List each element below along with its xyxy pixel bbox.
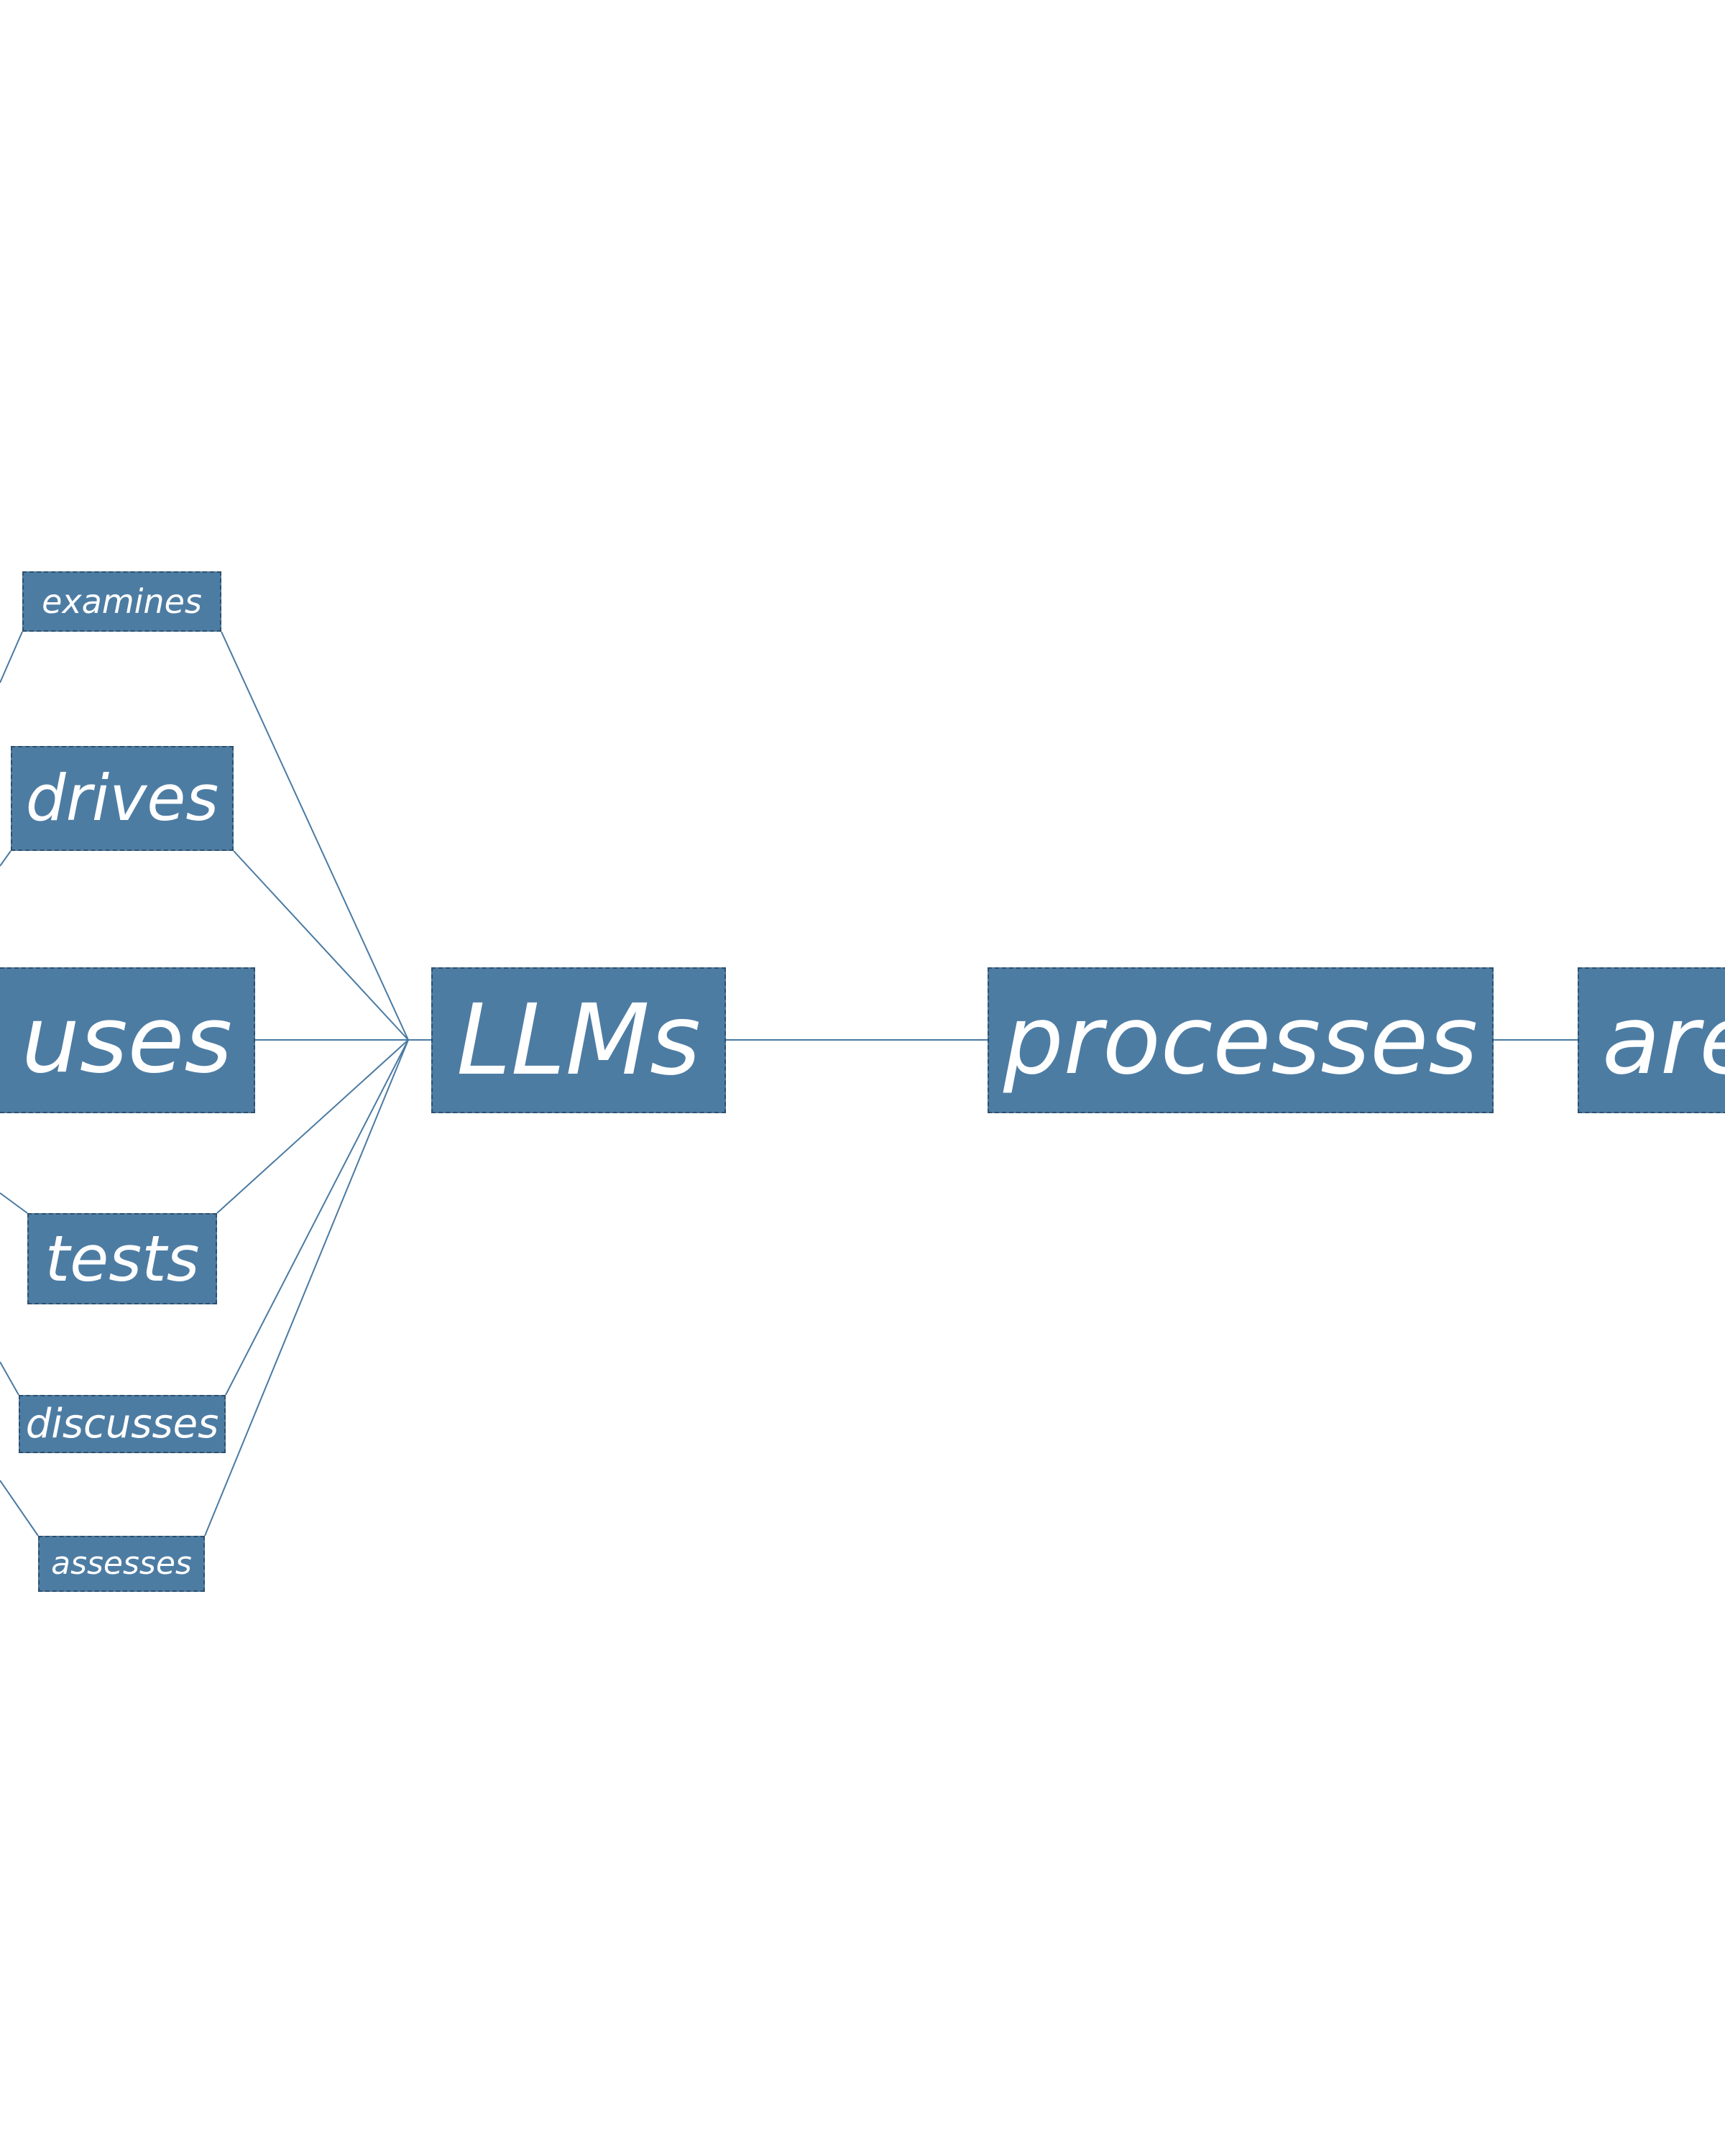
node-uses-label: uses [21,986,232,1094]
edge-tests-llms [216,1039,409,1214]
edge-offscreen-tests [0,1192,28,1214]
edge-drives-llms [233,850,409,1041]
edge-discusses-llms [225,1039,409,1396]
node-llms-label: LLMs [456,983,701,1097]
node-are: are [1578,967,1725,1113]
edge-offscreen-discusses [0,1361,19,1396]
edge-offscreen-assesses [0,1480,39,1537]
node-examines-label: examines [42,582,202,621]
edge-offscreen-examines [0,631,23,683]
node-uses: uses [0,967,255,1113]
node-are-label: are [1602,985,1725,1096]
node-tests-label: tests [45,1221,200,1296]
node-processes-label: processes [1003,985,1478,1096]
node-drives: drives [11,746,234,851]
edge-assesses-llms [204,1039,409,1537]
edge-examines-llms [221,631,409,1041]
node-assesses: assesses [38,1536,205,1592]
node-tests: tests [27,1213,217,1304]
node-drives-label: drives [25,761,219,835]
node-discusses-label: discusses [25,1400,219,1447]
node-discusses: discusses [19,1395,226,1453]
node-assesses-label: assesses [51,1545,192,1582]
edge-offscreen-drives [0,850,12,867]
node-llms: LLMs [431,967,726,1113]
node-examines: examines [22,571,221,632]
node-processes: processes [988,967,1494,1113]
